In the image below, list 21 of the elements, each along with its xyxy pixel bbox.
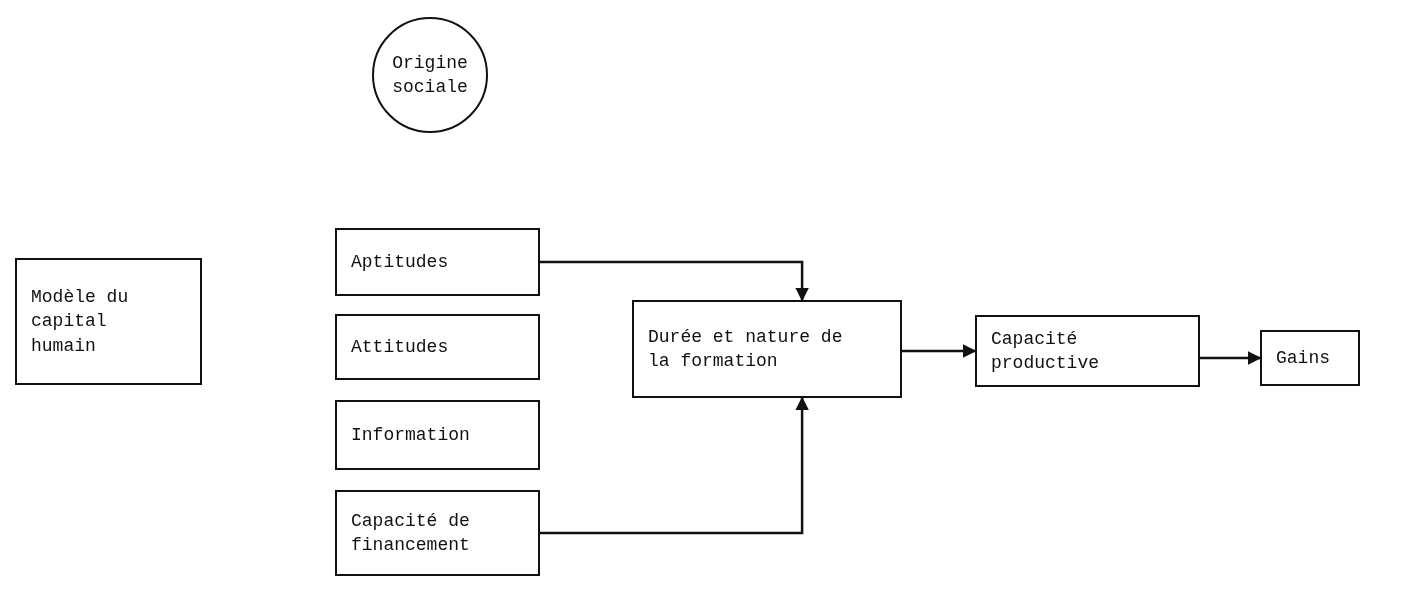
process-box [15,258,202,385]
node-label: Durée et nature de la formation [648,325,844,373]
process-box [335,490,540,576]
node-label: Origine sociale [391,51,469,99]
process-box [975,315,1200,387]
arrow [1200,351,1262,365]
node-label: Attitudes [351,335,450,359]
arrow [902,344,977,358]
process-box [632,300,902,398]
node-label: Gains [1276,346,1331,370]
node-label: Aptitudes [351,250,450,274]
arrow [540,260,809,302]
node-label: Modèle du capital humain [31,286,130,358]
process-box [335,400,540,470]
process-box [335,314,540,380]
process-box [335,228,540,296]
node-label: Information [351,423,471,447]
node-label: Capacité de financement [351,509,471,557]
arrow [540,396,809,535]
process-box [1260,330,1360,386]
node-label: Capacité productive [991,327,1101,375]
